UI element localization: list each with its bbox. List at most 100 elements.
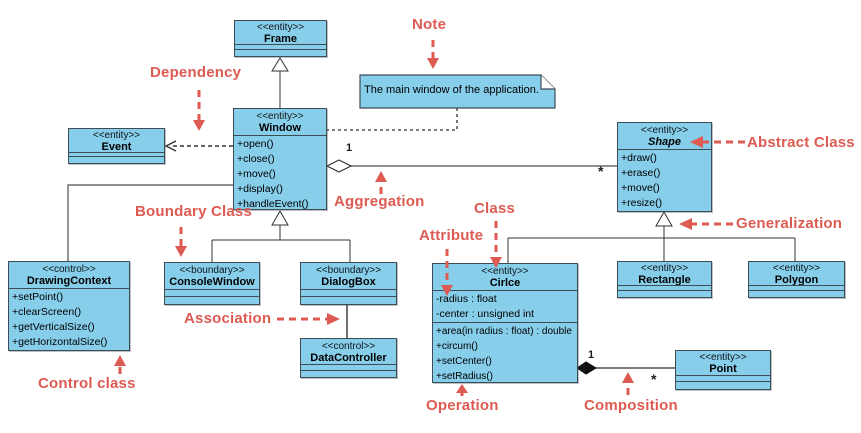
class-event-name: Event	[101, 141, 132, 153]
class-rectangle-title: <<entity>> Rectangle	[618, 262, 711, 286]
class-rectangle-stereotype: <<entity>>	[640, 263, 689, 274]
class-window-stereotype: <<entity>>	[256, 111, 304, 122]
empty-attributes-compartment	[69, 153, 164, 157]
class-circle: <<entity>> Cirlce -radius : float -cente…	[432, 263, 578, 383]
class-window-operations: +open() +close() +move() +display() +han…	[234, 136, 326, 212]
class-point-stereotype: <<entity>>	[699, 352, 747, 363]
class-polygon: <<entity>> Polygon	[748, 261, 845, 298]
class-consolewindow: <<boundary>> ConsoleWindow	[164, 262, 260, 305]
operation-item: +handleEvent()	[237, 198, 309, 210]
class-rectangle: <<entity>> Rectangle	[617, 261, 712, 298]
class-dialogbox-title: <<boundary>> DialogBox	[301, 263, 396, 290]
aggregation-window-shape	[325, 159, 617, 173]
annotation-operation: Operation	[426, 397, 499, 414]
generalization-window-frame	[271, 57, 289, 108]
class-shape-stereotype: <<entity>>	[640, 125, 689, 136]
class-dialogbox-stereotype: <<boundary>>	[315, 265, 382, 276]
class-drawingcontext-title: <<control>> DrawingContext	[9, 262, 129, 289]
empty-attributes-compartment	[235, 45, 326, 50]
class-polygon-stereotype: <<entity>>	[772, 263, 821, 274]
operation-item: +draw()	[621, 152, 657, 164]
class-shape: <<entity>> Shape +draw() +erase() +move(…	[617, 122, 712, 212]
class-frame: <<entity>> Frame	[234, 20, 327, 57]
operation-item: +display()	[237, 183, 283, 195]
annotation-association: Association	[184, 310, 272, 327]
class-event-stereotype: <<entity>>	[92, 130, 141, 141]
composition-circle-point	[576, 361, 675, 375]
annotation-generalization: Generalization	[736, 215, 843, 232]
annotation-control-class: Control class	[38, 375, 136, 392]
attribute-item: -radius : float	[436, 293, 497, 305]
class-event: <<entity>> Event	[68, 128, 165, 164]
operation-item: +move()	[621, 182, 660, 194]
annotation-attribute: Attribute	[419, 227, 484, 244]
class-frame-title: <<entity>> Frame	[235, 21, 326, 45]
class-consolewindow-name: ConsoleWindow	[169, 276, 255, 288]
class-drawingcontext-stereotype: <<control>>	[42, 264, 96, 275]
class-circle-stereotype: <<entity>>	[481, 266, 529, 277]
arrowhead-down-icon	[427, 58, 439, 69]
class-rectangle-name: Rectangle	[638, 274, 691, 286]
class-drawingcontext: <<control>> DrawingContext +setPoint() +…	[8, 261, 130, 351]
class-circle-title: <<entity>> Cirlce	[433, 264, 577, 291]
class-dialogbox: <<boundary>> DialogBox	[300, 262, 397, 305]
class-polygon-name: Polygon	[774, 274, 819, 286]
operation-item: +getVerticalSize()	[12, 321, 95, 333]
composition-source-multiplicity: 1	[588, 349, 595, 361]
operation-item: +area(in radius : float) : double	[436, 326, 572, 337]
operation-item: +open()	[237, 138, 274, 150]
class-shape-operations: +draw() +erase() +move() +resize()	[618, 150, 711, 211]
note: The main window of the application.	[364, 84, 539, 96]
annotation-note: Note	[412, 16, 447, 33]
operation-item: +clearScreen()	[12, 306, 82, 318]
class-datacontroller-stereotype: <<control>>	[321, 341, 376, 352]
annotation-composition: Composition	[584, 397, 678, 414]
class-circle-attributes: -radius : float -center : unsigned int	[433, 291, 577, 323]
arrowhead-right-icon	[327, 313, 340, 325]
class-window-title: <<entity>> Window	[234, 109, 326, 136]
arrowhead-up-icon	[456, 384, 468, 393]
class-datacontroller-name: DataController	[310, 352, 387, 364]
class-drawingcontext-name: DrawingContext	[26, 275, 112, 287]
class-frame-stereotype: <<entity>>	[256, 22, 305, 33]
arrowhead-down-icon	[175, 246, 187, 257]
empty-attributes-compartment	[301, 365, 396, 371]
class-shape-name: Shape	[647, 136, 681, 148]
operation-item: +setPoint()	[12, 291, 64, 303]
class-window-name: Window	[258, 122, 302, 134]
class-datacontroller: <<control>> DataController	[300, 338, 397, 378]
annotation-abstract-class: Abstract Class	[747, 134, 855, 151]
class-point: <<entity>> Point	[675, 350, 771, 390]
class-dialogbox-name: DialogBox	[321, 276, 376, 288]
class-consolewindow-title: <<boundary>> ConsoleWindow	[165, 263, 259, 290]
operation-item: +setCenter()	[436, 356, 492, 367]
empty-attributes-compartment	[618, 286, 711, 291]
class-shape-title: <<entity>> Shape	[618, 123, 711, 150]
note-anchor-line	[327, 108, 458, 131]
empty-attributes-compartment	[165, 290, 259, 297]
composition-target-multiplicity: *	[651, 371, 657, 387]
annotation-aggregation: Aggregation	[334, 193, 425, 210]
dependency-window-event	[164, 140, 233, 152]
class-point-name: Point	[709, 363, 737, 375]
arrowhead-left-icon	[679, 218, 692, 230]
class-frame-name: Frame	[263, 33, 298, 45]
arrowhead-down-icon	[193, 120, 205, 131]
empty-attributes-compartment	[301, 290, 396, 297]
empty-attributes-compartment	[749, 286, 844, 291]
empty-attributes-compartment	[676, 376, 770, 382]
association-window-drawingcontext	[67, 184, 233, 261]
aggregation-source-multiplicity: 1	[346, 142, 353, 154]
arrowhead-up-icon	[114, 355, 126, 366]
class-circle-operations: +area(in radius : float) : double +circu…	[433, 323, 577, 384]
aggregation-target-multiplicity: *	[598, 163, 604, 179]
class-datacontroller-title: <<control>> DataController	[301, 339, 396, 365]
annotation-class: Class	[474, 200, 516, 217]
operation-item: +move()	[237, 168, 276, 180]
annotation-boundary-class: Boundary Class	[135, 203, 252, 220]
operation-item: +resize()	[621, 197, 663, 209]
operation-item: +erase()	[621, 167, 661, 179]
class-point-title: <<entity>> Point	[676, 351, 770, 376]
class-drawingcontext-operations: +setPoint() +clearScreen() +getVerticalS…	[9, 289, 129, 350]
